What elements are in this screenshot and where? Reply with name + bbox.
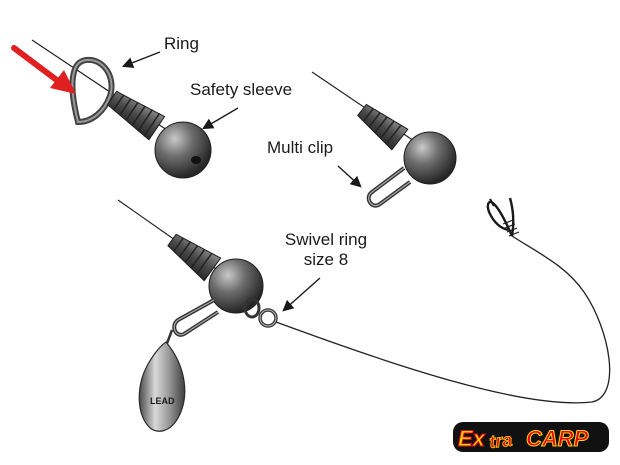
lead-weight-icon bbox=[138, 341, 186, 432]
multi-clip-pointer bbox=[337, 165, 362, 188]
hook-icon bbox=[486, 200, 514, 237]
ring-pointer bbox=[121, 51, 161, 68]
multi-clip-label: Multi clip bbox=[267, 138, 334, 157]
logo-text-part3: CARP bbox=[526, 426, 589, 451]
safety-sleeve-icon bbox=[106, 90, 166, 141]
lead-clip-icon bbox=[172, 298, 220, 337]
lead-text: LEAD bbox=[150, 396, 175, 406]
swivel-ring-pointer bbox=[282, 277, 321, 312]
swivel-ring-label-line2: size 8 bbox=[303, 249, 349, 269]
extracarp-logo: Ex tra CARP bbox=[453, 422, 609, 452]
safety-sleeve-pointer bbox=[202, 107, 239, 130]
logo-text-part2: tra bbox=[488, 430, 513, 452]
ring-assembly bbox=[11, 39, 239, 179]
bead-icon bbox=[154, 121, 212, 179]
swivel-ring-label: Swivel ring size 8 bbox=[284, 230, 368, 269]
ring-label: Ring bbox=[164, 34, 199, 53]
multi-clip-assembly bbox=[311, 71, 457, 208]
hooklink-line bbox=[275, 235, 611, 404]
logo-text-part1: Ex bbox=[458, 426, 486, 451]
red-arrow-icon bbox=[11, 45, 76, 94]
swivel-ring-label-line1: Swivel ring bbox=[284, 230, 368, 249]
lead-assembly: LEAD bbox=[117, 197, 611, 432]
swivel-ring-icon bbox=[243, 297, 278, 328]
safety-sleeve-label: Safety sleeve bbox=[190, 80, 293, 99]
